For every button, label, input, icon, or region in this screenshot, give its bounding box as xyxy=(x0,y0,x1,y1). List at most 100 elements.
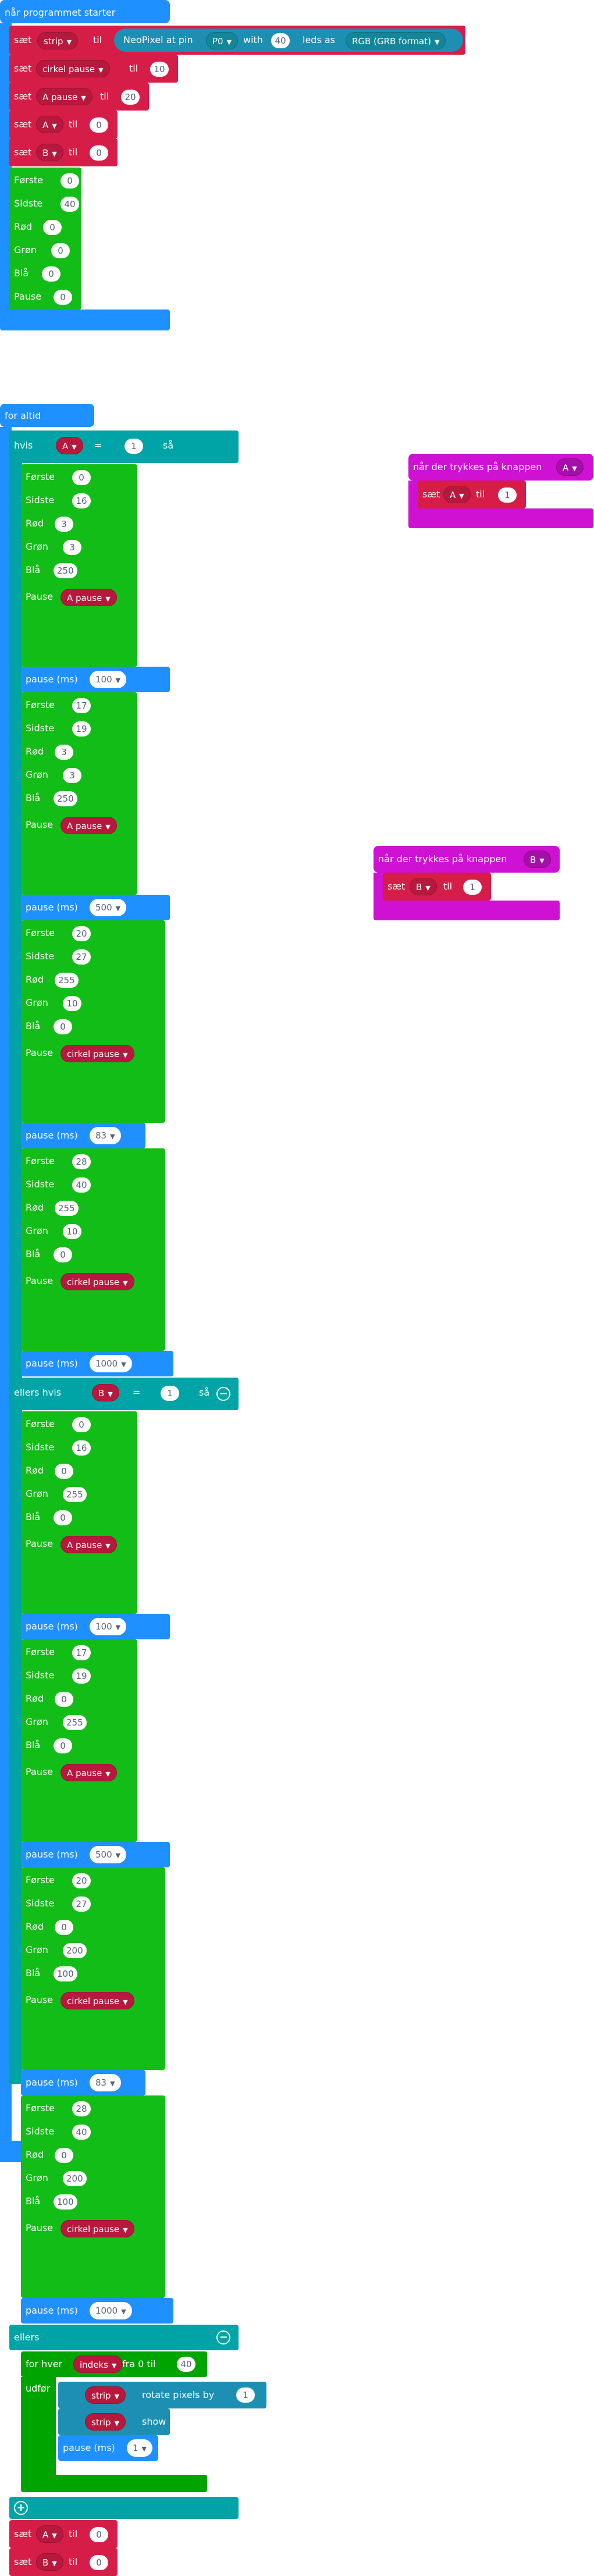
pause-ms-dropdown[interactable]: 500▼ xyxy=(90,1846,127,1863)
button-b-dropdown[interactable]: B▼ xyxy=(524,851,551,868)
range-field-input[interactable]: 27 xyxy=(72,1897,91,1912)
set-range-color-block[interactable] xyxy=(9,168,81,309)
range-field-input[interactable]: 0 xyxy=(55,1692,73,1707)
var-b-dropdown[interactable]: B▼ xyxy=(36,2553,63,2571)
pause-ms-block[interactable] xyxy=(21,2070,145,2095)
range-color-block[interactable] xyxy=(21,1867,165,2070)
range-field-input[interactable]: 40 xyxy=(72,1177,91,1193)
var-circle-pause-dropdown[interactable]: cirkel pause▼ xyxy=(36,60,110,77)
number-input[interactable]: 0 xyxy=(90,145,108,161)
pause-var-dropdown[interactable]: cirkel pause▼ xyxy=(61,1045,134,1062)
range-field-input[interactable]: 255 xyxy=(63,1487,87,1502)
range-field-input[interactable]: 0 xyxy=(54,1738,72,1753)
var-b-dropdown[interactable]: B▼ xyxy=(410,878,437,895)
number-input[interactable]: 1 xyxy=(463,880,482,895)
number-input[interactable]: 1 xyxy=(498,488,517,503)
range-field-input[interactable]: 0 xyxy=(54,1510,72,1525)
range-color-block[interactable] xyxy=(21,920,165,1123)
range-field-input[interactable]: 250 xyxy=(54,563,77,578)
range-field-input[interactable]: 200 xyxy=(63,1943,87,1958)
else-header[interactable] xyxy=(9,2325,239,2350)
range-field-input[interactable]: 0 xyxy=(61,173,79,188)
range-field-input[interactable]: 28 xyxy=(72,1154,91,1169)
range-field-input[interactable]: 0 xyxy=(51,243,70,258)
var-b-dropdown[interactable]: B▼ xyxy=(36,144,63,161)
range-field-input[interactable]: 17 xyxy=(72,1645,91,1660)
range-field-input[interactable]: 3 xyxy=(55,517,73,532)
pause-ms-block[interactable] xyxy=(21,1123,145,1148)
format-dropdown[interactable]: RGB (GRB format)▼ xyxy=(346,32,446,49)
range-field-input[interactable]: 40 xyxy=(72,2125,91,2140)
on-start-hat[interactable] xyxy=(0,0,170,23)
range-field-input[interactable]: 27 xyxy=(72,949,91,965)
compare-value-input[interactable]: 1 xyxy=(161,1386,179,1401)
pause-ms-dropdown[interactable]: 100▼ xyxy=(90,1618,127,1635)
led-count-input[interactable]: 40 xyxy=(271,33,290,48)
loop-var-dropdown[interactable]: indeks▼ xyxy=(73,2356,123,2373)
range-field-input[interactable]: 0 xyxy=(55,2148,73,2163)
pause-var-dropdown[interactable]: A pause▼ xyxy=(61,817,117,834)
remove-else-icon[interactable]: − xyxy=(216,2331,230,2344)
forever-hat[interactable] xyxy=(0,404,94,427)
range-color-block[interactable] xyxy=(21,1148,165,1351)
pause-ms-dropdown[interactable]: 1000▼ xyxy=(90,2302,132,2319)
if-header[interactable] xyxy=(9,430,239,463)
range-field-input[interactable]: 0 xyxy=(42,266,61,282)
rotate-value-input[interactable]: 1 xyxy=(236,2388,255,2403)
range-field-input[interactable]: 200 xyxy=(63,2171,87,2186)
range-field-input[interactable]: 100 xyxy=(54,1966,77,1981)
var-a-dropdown[interactable]: A▼ xyxy=(36,116,63,133)
elseif-header[interactable] xyxy=(9,1378,239,1410)
range-field-input[interactable]: 255 xyxy=(63,1715,87,1730)
range-field-input[interactable]: 255 xyxy=(55,973,79,988)
strip-var-dropdown[interactable]: strip▼ xyxy=(85,2386,126,2404)
range-field-input[interactable]: 17 xyxy=(72,698,91,713)
range-field-input[interactable]: 0 xyxy=(72,1417,91,1432)
range-field-input[interactable]: 0 xyxy=(72,470,91,485)
range-field-input[interactable]: 19 xyxy=(72,721,91,736)
add-branch-icon[interactable]: + xyxy=(14,2501,28,2515)
compare-value-input[interactable]: 1 xyxy=(125,439,143,454)
pin-dropdown[interactable]: P0▼ xyxy=(206,32,239,49)
range-field-input[interactable]: 3 xyxy=(63,540,81,555)
range-field-input[interactable]: 255 xyxy=(55,1201,79,1216)
range-field-input[interactable]: 20 xyxy=(72,926,91,941)
range-field-input[interactable]: 10 xyxy=(63,1224,81,1239)
range-field-input[interactable]: 0 xyxy=(55,1464,73,1479)
var-b-dropdown[interactable]: B▼ xyxy=(92,1384,119,1401)
pause-ms-dropdown[interactable]: 100▼ xyxy=(90,671,127,688)
range-field-input[interactable]: 10 xyxy=(63,996,81,1011)
strip-var-dropdown[interactable]: strip▼ xyxy=(85,2413,126,2431)
loop-to-input[interactable]: 40 xyxy=(177,2357,195,2372)
number-input[interactable]: 10 xyxy=(150,62,169,77)
pause-ms-dropdown[interactable]: 1▼ xyxy=(127,2439,153,2457)
number-input[interactable]: 20 xyxy=(121,90,140,105)
range-field-input[interactable]: 100 xyxy=(54,2194,77,2209)
pause-var-dropdown[interactable]: A pause▼ xyxy=(61,589,117,606)
range-field-input[interactable]: 0 xyxy=(54,1247,72,1262)
range-field-input[interactable]: 40 xyxy=(61,197,79,212)
pause-var-dropdown[interactable]: cirkel pause▼ xyxy=(61,1992,134,2009)
var-a-dropdown[interactable]: A▼ xyxy=(36,2525,63,2543)
var-a-dropdown[interactable]: A▼ xyxy=(443,486,471,503)
range-field-input[interactable]: 3 xyxy=(55,745,73,760)
var-a-pause-dropdown[interactable]: A pause▼ xyxy=(36,88,93,105)
pause-ms-dropdown[interactable]: 83▼ xyxy=(90,2074,121,2091)
pause-ms-dropdown[interactable]: 1000▼ xyxy=(90,1355,132,1372)
var-strip-dropdown[interactable]: strip▼ xyxy=(37,32,79,49)
pause-ms-dropdown[interactable]: 500▼ xyxy=(90,899,127,916)
number-input[interactable]: 0 xyxy=(90,2527,108,2542)
range-field-input[interactable]: 0 xyxy=(55,1920,73,1935)
range-field-input[interactable]: 16 xyxy=(72,493,91,508)
button-a-dropdown[interactable]: A▼ xyxy=(556,458,584,476)
range-field-input[interactable]: 0 xyxy=(54,290,72,305)
pause-ms-dropdown[interactable]: 83▼ xyxy=(90,1127,121,1144)
pause-var-dropdown[interactable]: cirkel pause▼ xyxy=(61,1273,134,1290)
pause-var-dropdown[interactable]: cirkel pause▼ xyxy=(61,2220,134,2237)
number-input[interactable]: 0 xyxy=(90,2555,108,2570)
range-field-input[interactable]: 19 xyxy=(72,1668,91,1684)
range-field-input[interactable]: 3 xyxy=(63,768,81,783)
pause-var-dropdown[interactable]: A pause▼ xyxy=(61,1764,117,1781)
range-field-input[interactable]: 0 xyxy=(54,1019,72,1034)
number-input[interactable]: 0 xyxy=(90,118,108,133)
